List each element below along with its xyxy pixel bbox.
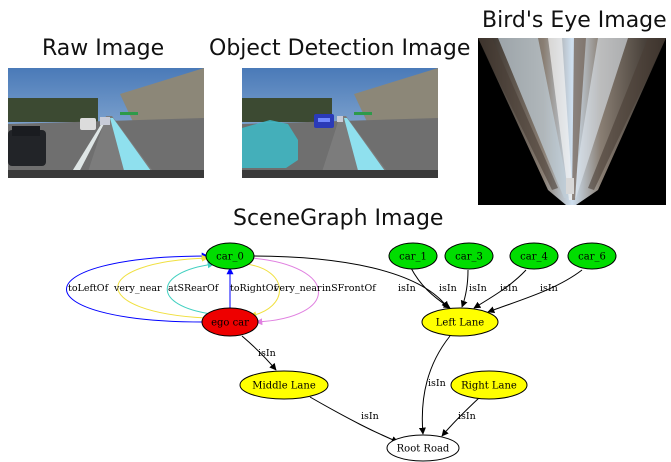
edge-left-lane-to-root-road bbox=[418, 335, 451, 435]
node-label-car-1: car_1 bbox=[399, 252, 427, 263]
graph-edges bbox=[66, 252, 583, 443]
node-car-1: car_1 bbox=[388, 242, 438, 270]
node-ego-car: ego car bbox=[201, 307, 259, 337]
edge-label-middle-lane-isIn: isIn bbox=[361, 411, 379, 422]
edge-car-3-to-left-lane bbox=[460, 269, 469, 308]
edge-right-lane-to-root-road bbox=[441, 396, 481, 437]
edge-label-car-4-isIn: isIn bbox=[500, 283, 518, 294]
raw-image bbox=[8, 68, 204, 178]
node-label-car-3: car_3 bbox=[455, 252, 483, 263]
node-car-3: car_3 bbox=[444, 242, 494, 270]
edge-label-atSRearOf: atSRearOf bbox=[168, 283, 220, 294]
edge-label-ego-car-isIn: isIn bbox=[258, 348, 276, 359]
node-car-4: car_4 bbox=[509, 242, 559, 270]
edge-label-car-1-isIn: isIn bbox=[439, 283, 457, 294]
node-label-root-road: Root Road bbox=[397, 444, 450, 455]
edge-label-car-3-isIn: isIn bbox=[469, 283, 487, 294]
node-label-car-4: car_4 bbox=[520, 252, 548, 263]
edge-ego-car-to-car-0-very-near bbox=[117, 254, 209, 319]
edge-car-0-to-ego-car-inSFrontOf bbox=[251, 257, 319, 326]
edge-car-1-to-left-lane bbox=[410, 267, 451, 309]
node-middle-lane: Middle Lane bbox=[239, 370, 329, 400]
birds-eye-image bbox=[478, 38, 666, 205]
graph-nodes: car_0 car_1 car_3 car_4 car_6 ego car Le… bbox=[201, 242, 617, 462]
object-detection-image-title: Object Detection Image bbox=[209, 36, 471, 61]
edge-label-right-lane-isIn: isIn bbox=[458, 411, 476, 422]
node-right-lane: Right Lane bbox=[450, 370, 528, 400]
object-detection-image bbox=[242, 68, 438, 178]
edge-car-0-to-left-lane bbox=[249, 255, 449, 309]
edge-label-inSFrontOf: inSFrontOf bbox=[322, 283, 377, 294]
edge-label-car-6-isIn: isIn bbox=[540, 283, 558, 294]
node-left-lane: Left Lane bbox=[421, 307, 499, 337]
node-label-car-0: car_0 bbox=[216, 252, 244, 263]
edge-middle-lane-to-root-road bbox=[309, 396, 399, 443]
edge-label-left-lane-isIn: isIn bbox=[428, 378, 446, 389]
edge-label-very-near-1: very_near bbox=[113, 283, 162, 294]
node-label-car-6: car_6 bbox=[578, 252, 606, 263]
edge-ego-car-to-middle-lane bbox=[241, 335, 277, 371]
raw-image-title: Raw Image bbox=[42, 36, 165, 61]
graph-edge-labels: toLeftOf very_near atSRearOf toRightOf v… bbox=[68, 283, 558, 422]
node-label-left-lane: Left Lane bbox=[436, 318, 485, 329]
edge-label-car-0-isIn: isIn bbox=[398, 283, 416, 294]
edge-label-toLeftOf: toLeftOf bbox=[68, 283, 110, 294]
edge-label-very-near-2: very_near bbox=[273, 283, 322, 294]
edge-ego-car-to-car-0-toLeftOf bbox=[66, 252, 209, 323]
node-car-6: car_6 bbox=[567, 242, 617, 270]
node-label-ego-car: ego car bbox=[211, 318, 249, 329]
edge-ego-car-to-car-0-atSRearOf bbox=[166, 261, 215, 315]
node-car-0: car_0 bbox=[205, 242, 255, 270]
birds-eye-image-title: Bird's Eye Image bbox=[482, 8, 667, 33]
edge-car-6-to-left-lane bbox=[487, 269, 583, 314]
edge-car-4-to-left-lane bbox=[473, 269, 527, 309]
node-label-right-lane: Right Lane bbox=[461, 381, 517, 392]
node-root-road: Root Road bbox=[386, 434, 460, 462]
scenegraph-image-title: SceneGraph Image bbox=[233, 206, 444, 231]
edge-label-toRightOf: toRightOf bbox=[230, 283, 279, 294]
node-label-middle-lane: Middle Lane bbox=[252, 381, 316, 392]
edge-car-0-to-ego-car-very-near bbox=[245, 263, 280, 319]
